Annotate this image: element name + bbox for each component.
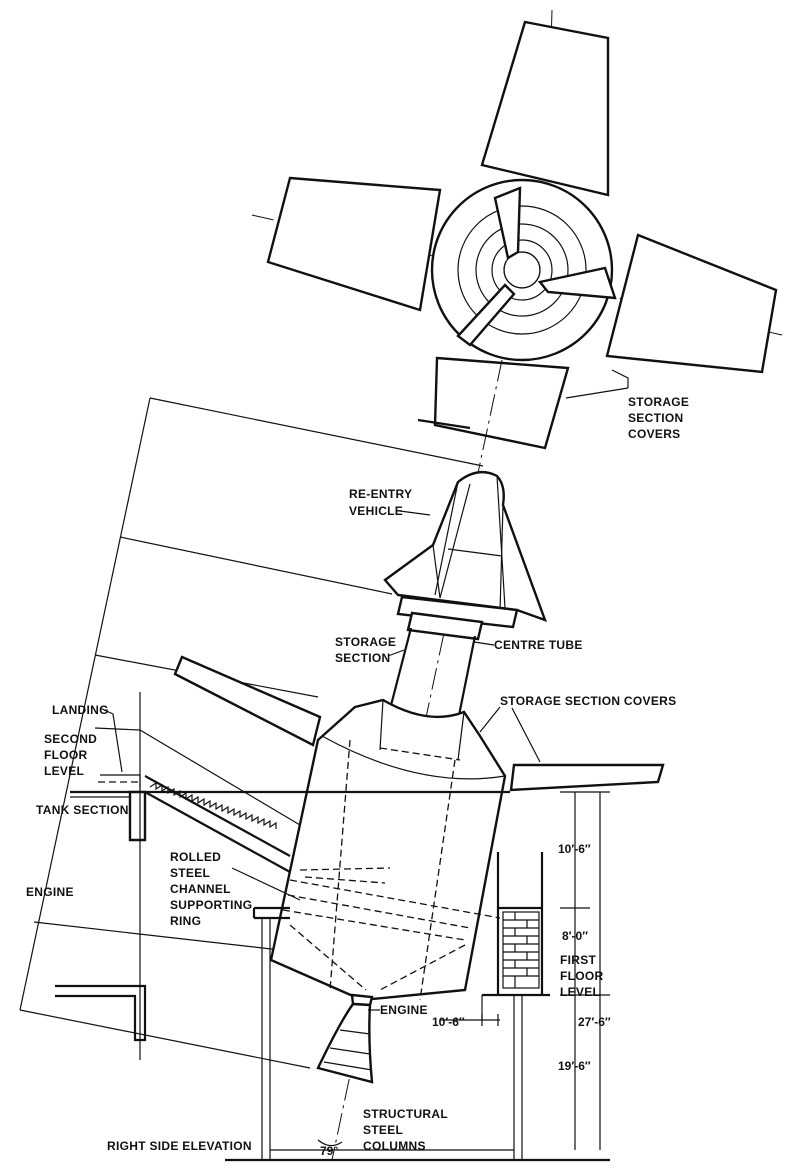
structural-label-1: STRUCTURAL <box>363 1107 448 1121</box>
storage-section-covers-top-label-2: SECTION <box>628 411 683 425</box>
left-structure <box>55 692 510 1160</box>
tank-section-bracket <box>128 790 147 842</box>
storage-cover-top <box>480 20 610 197</box>
structural-label-3: COLUMNS <box>363 1139 426 1153</box>
storage-cover-bottom-baseline <box>417 418 471 430</box>
leader-storage-section <box>387 649 405 657</box>
first-floor-label-2: FLOOR <box>560 969 604 983</box>
rolled-label-5: RING <box>170 914 201 928</box>
leader-reentry <box>399 510 431 516</box>
tank-section-label: TANK SECTION <box>36 803 129 817</box>
dim-platform-width: 10′-6″ <box>432 1015 465 1029</box>
second-floor-label-1: SECOND <box>44 732 97 746</box>
dim-tilt-angle: 79° <box>320 1144 338 1158</box>
leader-storage-covers-top <box>565 369 629 399</box>
dim-between-floors: 8′-0″ <box>562 929 588 943</box>
storage-section-covers-side-label: STORAGE SECTION COVERS <box>500 694 676 708</box>
second-floor-label-2: FLOOR <box>44 748 88 762</box>
end-view-hub-inner <box>503 251 541 289</box>
storage-cover-right <box>605 233 778 374</box>
storage-cover-left <box>266 176 442 312</box>
leader-rolled-ring <box>231 867 301 901</box>
storage-cover-bottom <box>433 356 570 450</box>
fin-lower-left <box>456 283 516 347</box>
landing-label: LANDING <box>52 703 109 717</box>
end-view-outer-ring <box>430 178 614 362</box>
engine-left-label: ENGINE <box>26 885 74 899</box>
dim-upper-height: 10′-6″ <box>558 842 591 856</box>
second-floor-label-3: LEVEL <box>44 764 84 778</box>
storage-section-covers-top-label-3: COVERS <box>628 427 680 441</box>
first-floor-platform <box>481 852 550 1160</box>
reentry-label-1: RE-ENTRY <box>349 487 412 501</box>
structural-label-2: STEEL <box>363 1123 403 1137</box>
first-floor-label-3: LEVEL <box>560 985 600 999</box>
storage-section-label-2: SECTION <box>335 651 390 665</box>
tank-section <box>269 698 507 1002</box>
leader-centre-tube <box>473 641 495 646</box>
rolled-label-2: STEEL <box>170 866 210 880</box>
first-floor-label-1: FIRST <box>560 953 597 967</box>
centre-tube-collar <box>406 611 484 641</box>
rolled-label-1: ROLLED <box>170 850 221 864</box>
leader-storage-covers-side <box>479 706 541 763</box>
storage-section-covers-top-label-1: STORAGE <box>628 395 689 409</box>
storage-cover-side-right <box>509 763 665 792</box>
end-view-ring-4 <box>491 239 553 301</box>
reentry-base-ring <box>396 595 519 629</box>
fin-right <box>537 266 617 300</box>
reentry-label-2: VEHICLE <box>349 504 403 518</box>
rolled-label-4: SUPPORTING <box>170 898 252 912</box>
right-side-elevation-title: RIGHT SIDE ELEVATION <box>107 1139 252 1153</box>
dim-lower-height: 19′-6″ <box>558 1059 591 1073</box>
leader-landing <box>99 707 123 773</box>
storage-cover-side-left <box>173 655 322 747</box>
storage-section-label-1: STORAGE <box>335 635 396 649</box>
end-view-ring-3 <box>475 223 569 317</box>
end-view <box>251 9 783 450</box>
dimension-lines <box>225 791 610 1162</box>
reentry-vehicle <box>383 470 548 629</box>
engine-nozzle-label: ENGINE <box>380 1003 428 1017</box>
brick-wall <box>502 911 540 989</box>
dim-total-height: 27′-6″ <box>578 1015 611 1029</box>
end-view-ring-2 <box>457 205 587 335</box>
rolled-label-3: CHANNEL <box>170 882 231 896</box>
centre-tube-label: CENTRE TUBE <box>494 638 583 652</box>
engine-nozzle <box>316 993 374 1084</box>
